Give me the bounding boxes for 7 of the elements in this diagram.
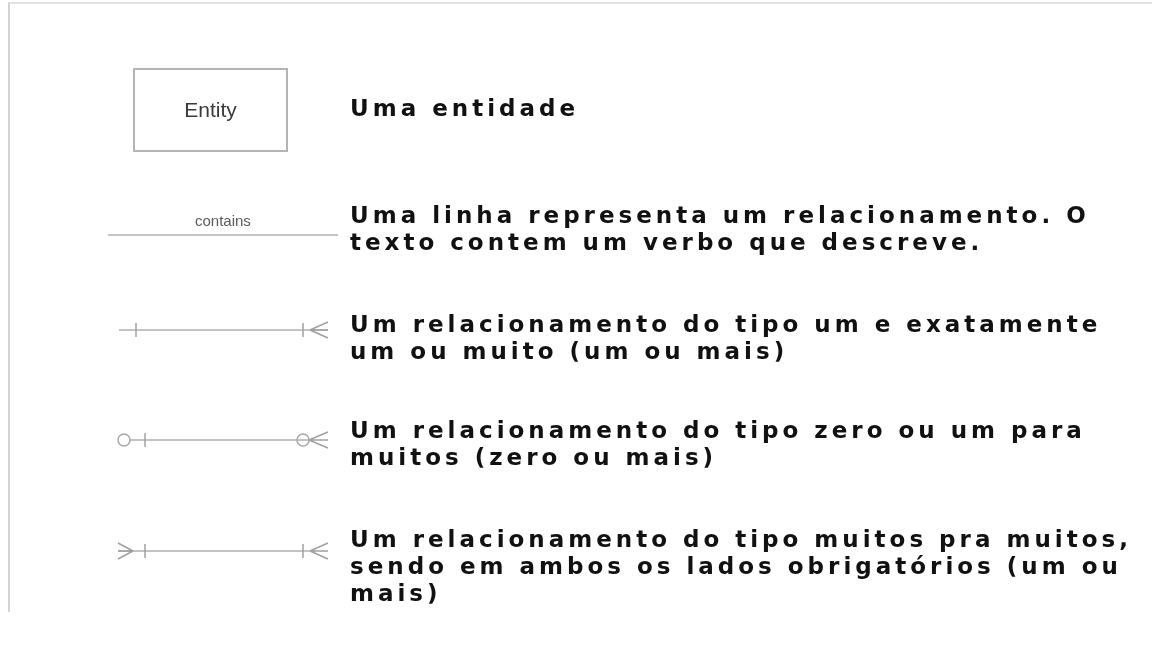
line-label: contains [195,212,251,229]
legend-text: Uma linha representa um relacionamento. O texto contem um verbo que descreve. [350,202,1091,256]
legend-text: Um relacionamento do tipo um e exatamente um ou muito (um ou mais) [350,311,1103,365]
legend-text: Um relacionamento do tipo zero ou um para muitos (zero ou mais) [350,417,1087,471]
legend-text: Um relacionamento do tipo muitos pra muitos, sendo em ambos os lados obrigatórios (um ou mais) [350,526,1133,607]
entity-box: Entity [133,68,288,152]
legend-text: Uma entidade [350,95,581,122]
